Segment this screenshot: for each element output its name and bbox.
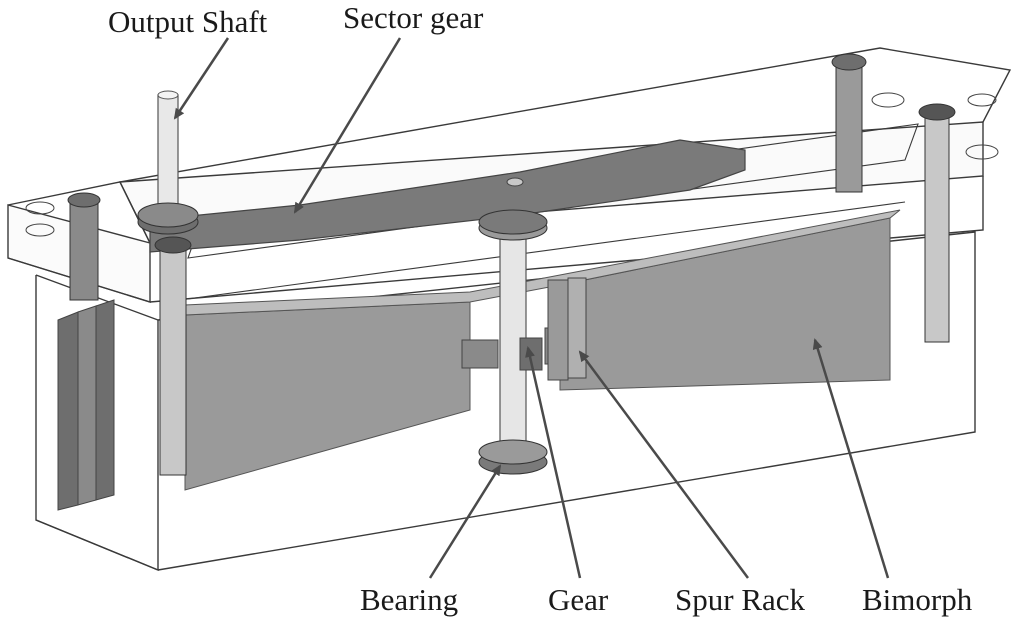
bearing-label: Bearing [360, 582, 459, 617]
output-shaft [137, 90, 199, 235]
mounting-holes [25, 92, 999, 237]
center-shaft [478, 209, 548, 475]
left-stack [57, 299, 115, 511]
output-shaft-label: Output Shaft [108, 4, 268, 39]
spur-rack-label: Spur Rack [675, 582, 806, 617]
gear-label: Gear [548, 582, 609, 617]
sector-gear-label: Sector gear [343, 0, 484, 35]
screws [67, 53, 956, 476]
gear-and-rack [461, 277, 587, 381]
bimorph-label: Bimorph [862, 582, 973, 617]
bimorph-plates [184, 209, 901, 491]
leader-lines [173, 37, 890, 579]
sector-gear [149, 139, 746, 253]
